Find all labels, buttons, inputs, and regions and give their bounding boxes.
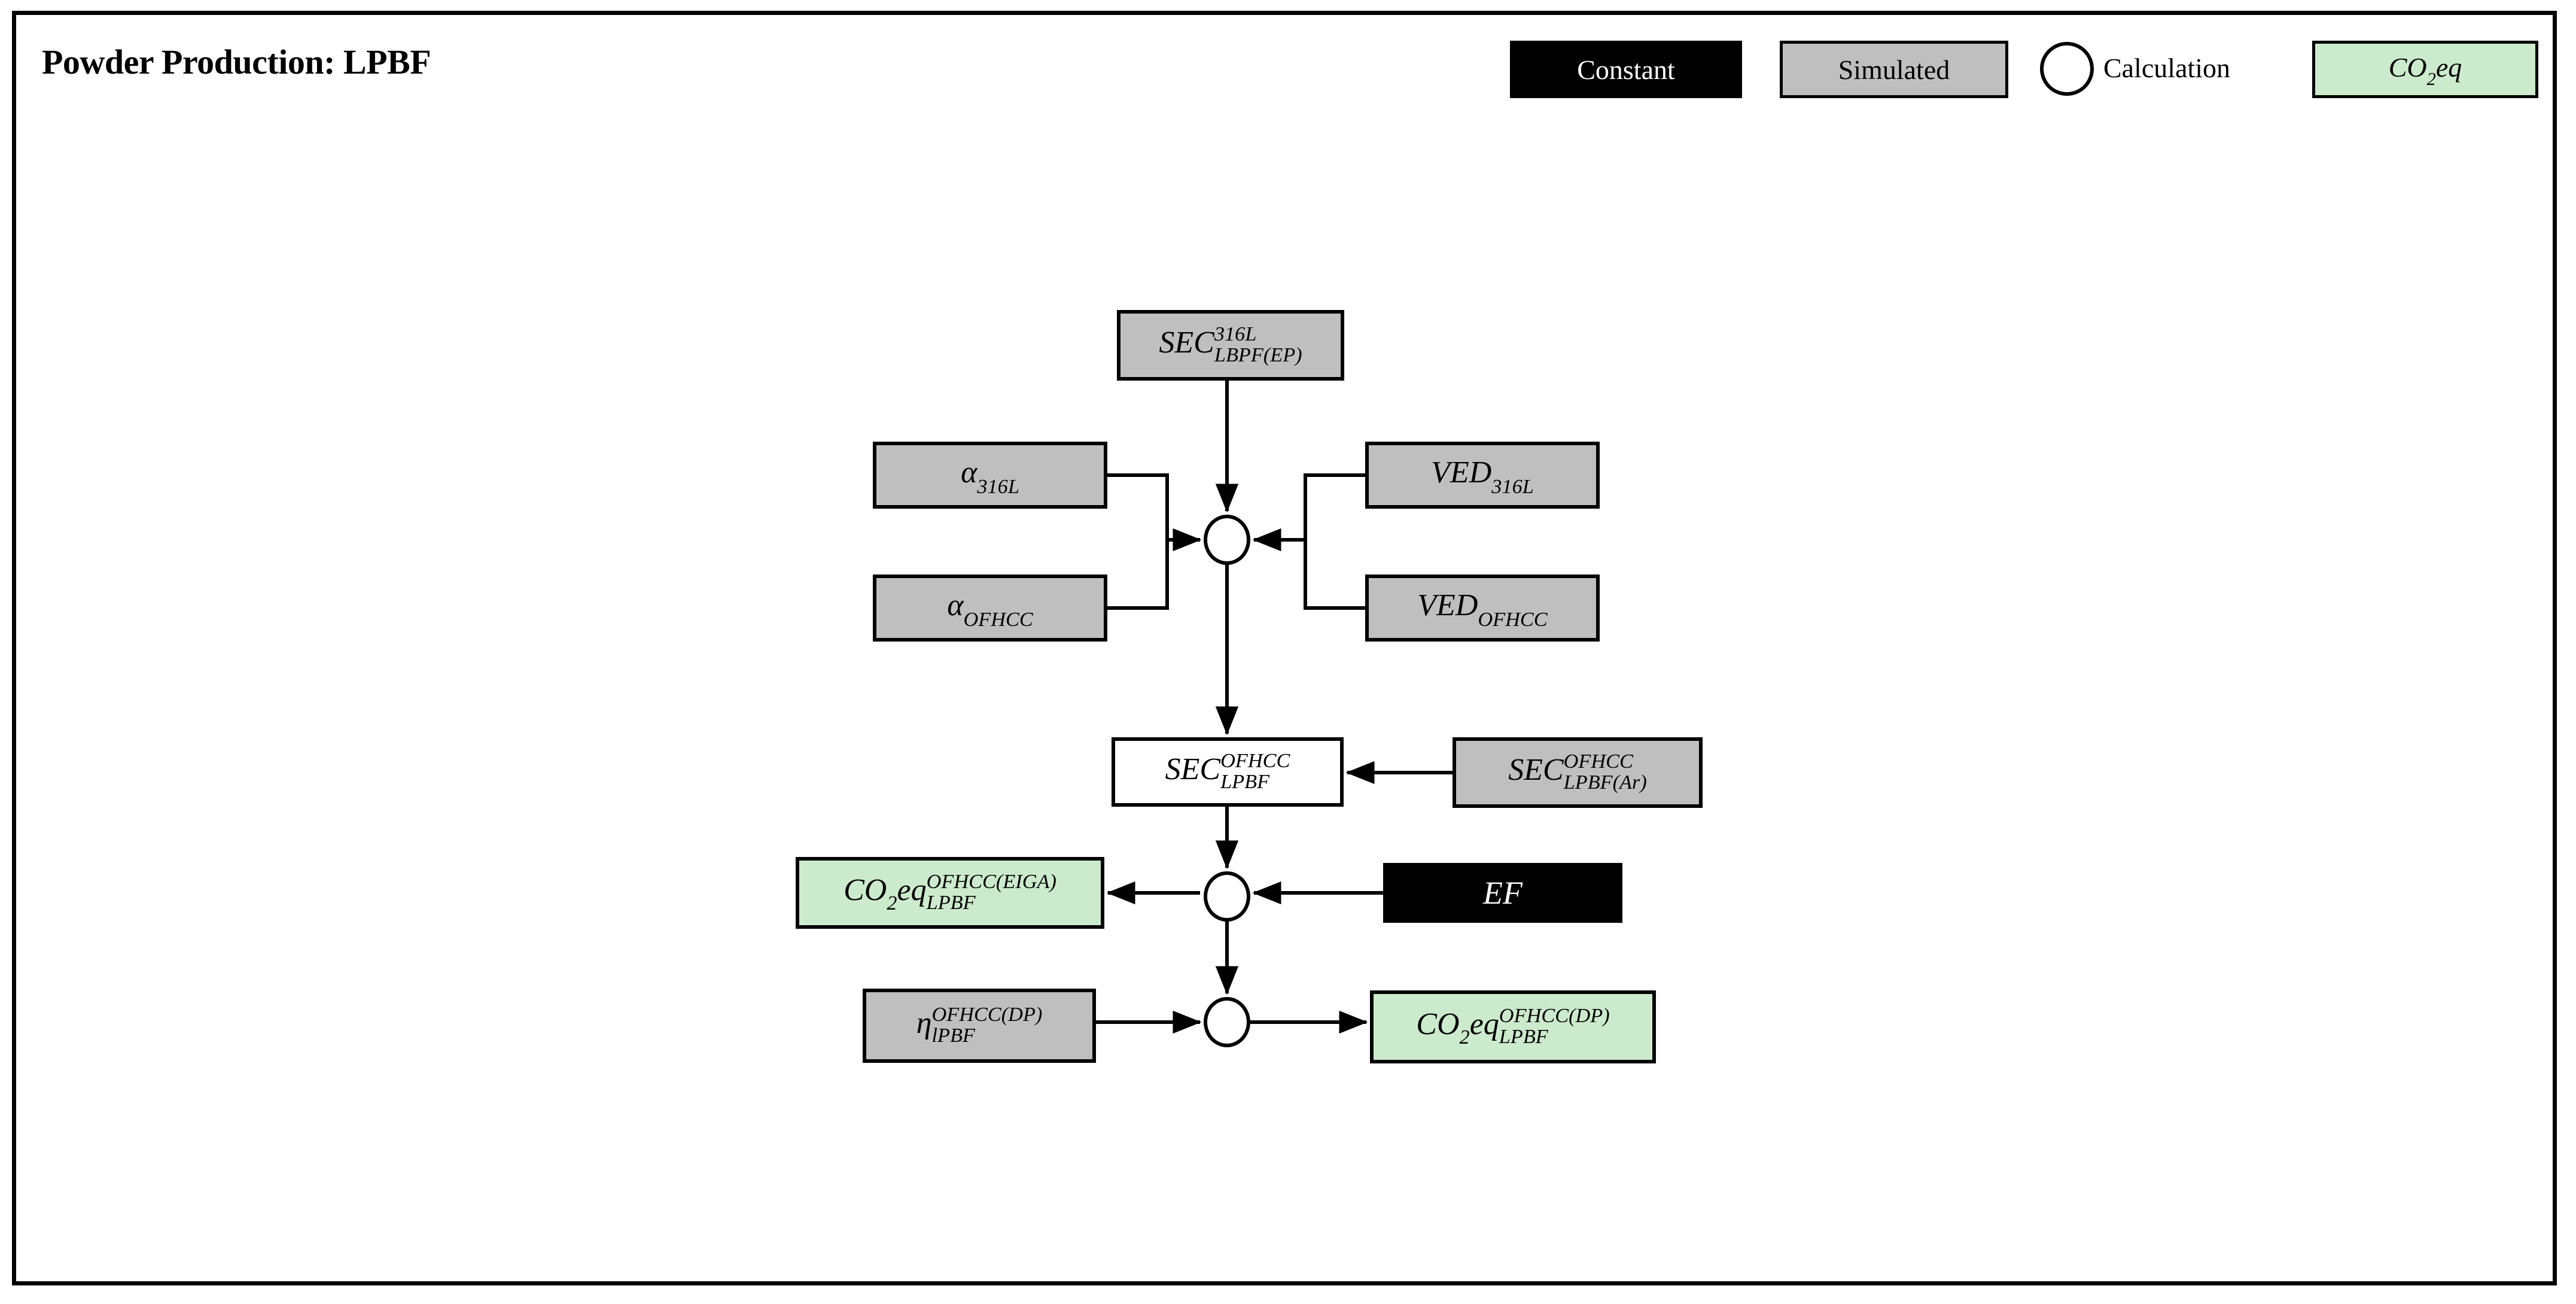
node-alpha-ofhcc[interactable]: αOFHCC	[873, 575, 1107, 642]
formula-sub: OFHCC	[963, 607, 1033, 631]
formula-base: CO	[844, 873, 887, 907]
formula-base: η	[916, 1005, 932, 1040]
node-alpha-ofhcc-formula: αOFHCC	[947, 588, 1033, 630]
node-alpha-316l-formula: α316L	[961, 455, 1019, 497]
calculation-node-co2eq-dp[interactable]	[1204, 997, 1250, 1047]
formula-sup: OFHCC(EIGA)	[926, 870, 1056, 893]
legend-co2eq-base: CO	[2388, 51, 2427, 83]
legend-calculation-label: Calculation	[2103, 53, 2231, 83]
formula-sub: LBPF(EP)	[1214, 343, 1302, 366]
calculation-node-sec[interactable]	[1204, 515, 1250, 565]
page-title: Powder Production: LPBF	[42, 42, 431, 81]
formula-sub: LPBF(Ar)	[1563, 770, 1647, 794]
formula-base: SEC	[1508, 752, 1564, 787]
formula-sub: OFHCC	[1478, 607, 1548, 631]
formula-base: VED	[1417, 588, 1478, 623]
formula-sup: OFHCC(DP)	[1499, 1004, 1610, 1027]
node-ved-ofhcc[interactable]: VEDOFHCC	[1365, 575, 1600, 642]
legend-co2eq-sub: 2	[2426, 69, 2436, 90]
formula-base: VED	[1431, 455, 1492, 490]
formula-sup: OFHCC(DP)	[931, 1003, 1043, 1026]
formula-base: SEC	[1165, 752, 1221, 786]
legend-co2eq-swatch: CO2eq	[2312, 41, 2538, 98]
legend-calculation-circle-icon	[2040, 42, 2094, 96]
formula-base-tail: eq	[897, 873, 927, 907]
formula-sub: 316L	[1491, 475, 1534, 498]
formula-sub: lPBF	[931, 1023, 975, 1047]
formula-sub: LPBF	[926, 890, 976, 914]
diagram-frame	[12, 11, 2557, 1285]
calculation-node-co2eq-eiga[interactable]	[1204, 871, 1250, 922]
node-ved-ofhcc-formula: VEDOFHCC	[1417, 588, 1547, 630]
formula-base: α	[961, 455, 978, 490]
formula-base-tail: eq	[1469, 1007, 1499, 1041]
node-ef-formula: EF	[1483, 875, 1523, 911]
formula-base: SEC	[1159, 325, 1214, 360]
legend-constant-label: Constant	[1577, 54, 1675, 85]
formula-supsub: OFHCC(EIGA)LPBF	[927, 871, 1056, 913]
node-ef[interactable]: EF	[1383, 863, 1622, 923]
formula-sub: LPBF	[1220, 770, 1270, 793]
formula-base: CO	[1416, 1007, 1460, 1041]
formula-sup: OFHCC	[1563, 750, 1633, 773]
formula-base: α	[947, 588, 964, 623]
node-ved-316l-formula: VED316L	[1431, 455, 1534, 497]
legend-constant-swatch: Constant	[1510, 41, 1742, 98]
node-alpha-316l[interactable]: α316L	[873, 442, 1107, 509]
formula-base-sub: 2	[887, 892, 897, 915]
node-ved-316l[interactable]: VED316L	[1365, 442, 1600, 509]
formula-sub: LPBF	[1499, 1025, 1548, 1048]
legend-simulated-swatch: Simulated	[1780, 41, 2008, 98]
legend-co2eq-tail: eq	[2435, 51, 2462, 83]
legend-simulated-label: Simulated	[1838, 54, 1950, 85]
formula-sup: OFHCC	[1220, 749, 1290, 772]
formula-supsub: OFHCC(DP)lPBF	[931, 1004, 1042, 1046]
formula-base-sub: 2	[1459, 1026, 1470, 1049]
legend-co2eq-label: CO2eq	[2388, 51, 2462, 90]
formula-sub: 316L	[977, 475, 1019, 498]
formula-sup: 316L	[1214, 323, 1257, 345]
formula-supsub: OFHCC(DP)LPBF	[1499, 1005, 1610, 1047]
